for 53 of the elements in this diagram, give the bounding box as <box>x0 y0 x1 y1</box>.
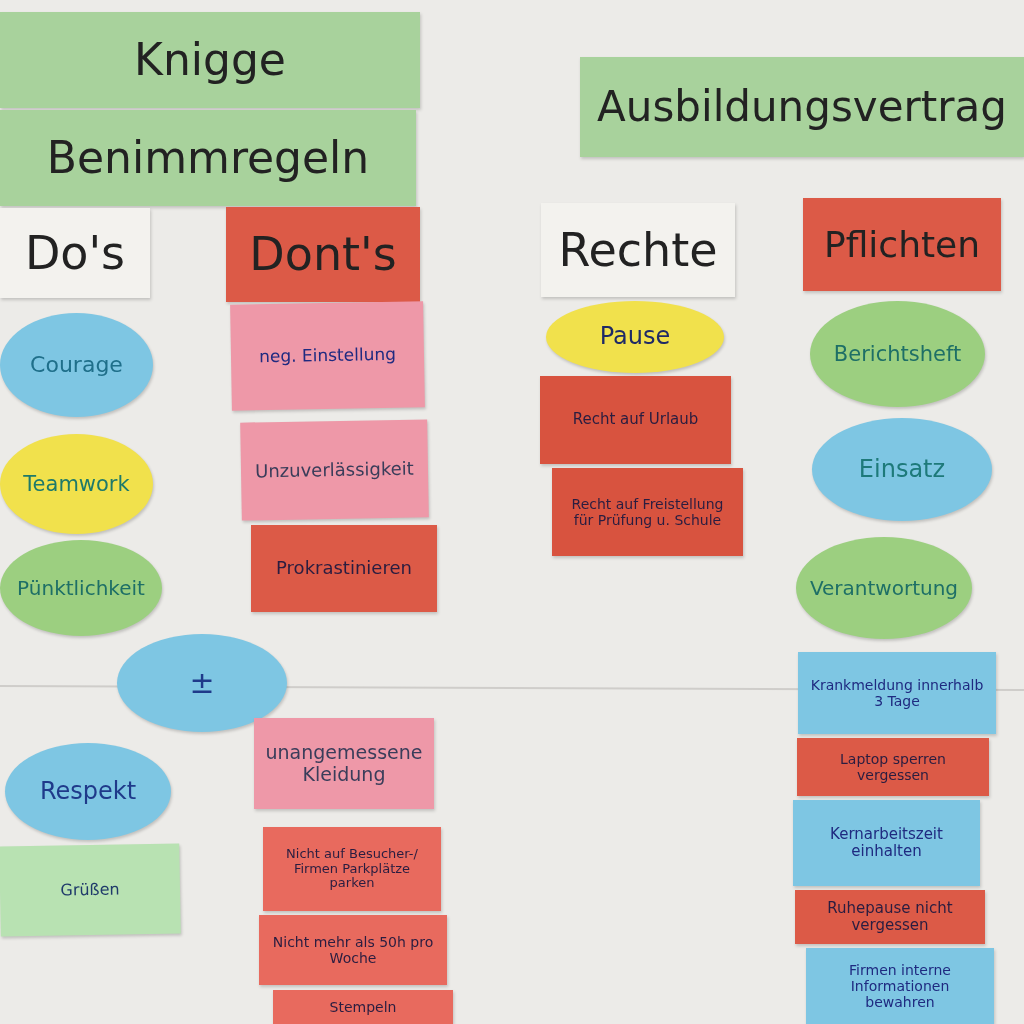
heading-card <box>580 57 1024 157</box>
heading-text: Pflichten <box>823 223 981 266</box>
card-text: Nicht auf Besucher-/ Firmen Parkplätze parken <box>285 846 419 892</box>
card-text: Laptop sperren vergessen <box>839 750 947 784</box>
note-card <box>540 376 731 464</box>
note-card <box>793 800 980 886</box>
card-text: unangemessene Kleidung <box>264 741 424 786</box>
heading-card <box>226 207 420 302</box>
card-text: Kernarbeitszeit einhalten <box>829 825 944 861</box>
heading-card <box>0 208 150 298</box>
card-text: Pünktlichkeit <box>17 576 145 600</box>
heading-card <box>0 12 420 108</box>
card-text: Teamwork <box>23 471 130 497</box>
card-text: neg. Einstellung <box>258 345 397 367</box>
note-card <box>0 843 181 937</box>
card-text: Verantwortung <box>809 576 959 600</box>
card-text: ± <box>189 665 215 701</box>
card-text: Courage <box>30 352 123 378</box>
card-text: Einsatz <box>858 455 946 484</box>
card-text: Ruhepause nicht vergessen <box>826 899 954 935</box>
note-card <box>263 827 441 911</box>
heading-text: Do's <box>24 226 126 280</box>
heading-card <box>541 203 735 297</box>
note-card <box>552 468 743 556</box>
heading-text: Dont's <box>249 228 397 281</box>
heading-text: Benimmregeln <box>46 132 370 184</box>
card-text: Nicht mehr als 50h pro Woche <box>271 933 435 967</box>
note-card <box>797 738 989 796</box>
card-text: Recht auf Freistellung für Prüfung u. Schule <box>570 495 725 529</box>
card-text: Respekt <box>39 777 137 806</box>
card-text: Stempeln <box>329 998 397 1016</box>
note-card <box>230 301 425 411</box>
card-text: Grüßen <box>60 880 120 900</box>
card-text: Pause <box>599 323 671 351</box>
heading-text: Rechte <box>558 223 718 277</box>
note-card <box>798 652 996 734</box>
card-text: Krankmeldung innerhalb 3 Tage <box>809 676 985 710</box>
heading-text: Knigge <box>134 34 286 86</box>
card-text: Recht auf Urlaub <box>572 411 699 429</box>
note-card <box>240 419 429 521</box>
note-card <box>806 948 994 1024</box>
note-card <box>251 525 437 612</box>
card-text: Unzuverlässigkeit <box>254 458 414 482</box>
card-text: Prokrastinieren <box>276 558 412 579</box>
note-card <box>273 990 453 1024</box>
card-text: Firmen interne Informationen bewahren <box>848 961 952 1011</box>
card-text: Berichtsheft <box>833 341 962 367</box>
note-card <box>254 718 434 809</box>
heading-card <box>803 198 1001 291</box>
note-card <box>259 915 447 985</box>
heading-text: Ausbildungsvertrag <box>597 82 1007 132</box>
note-card <box>795 890 985 944</box>
heading-card <box>0 110 416 206</box>
